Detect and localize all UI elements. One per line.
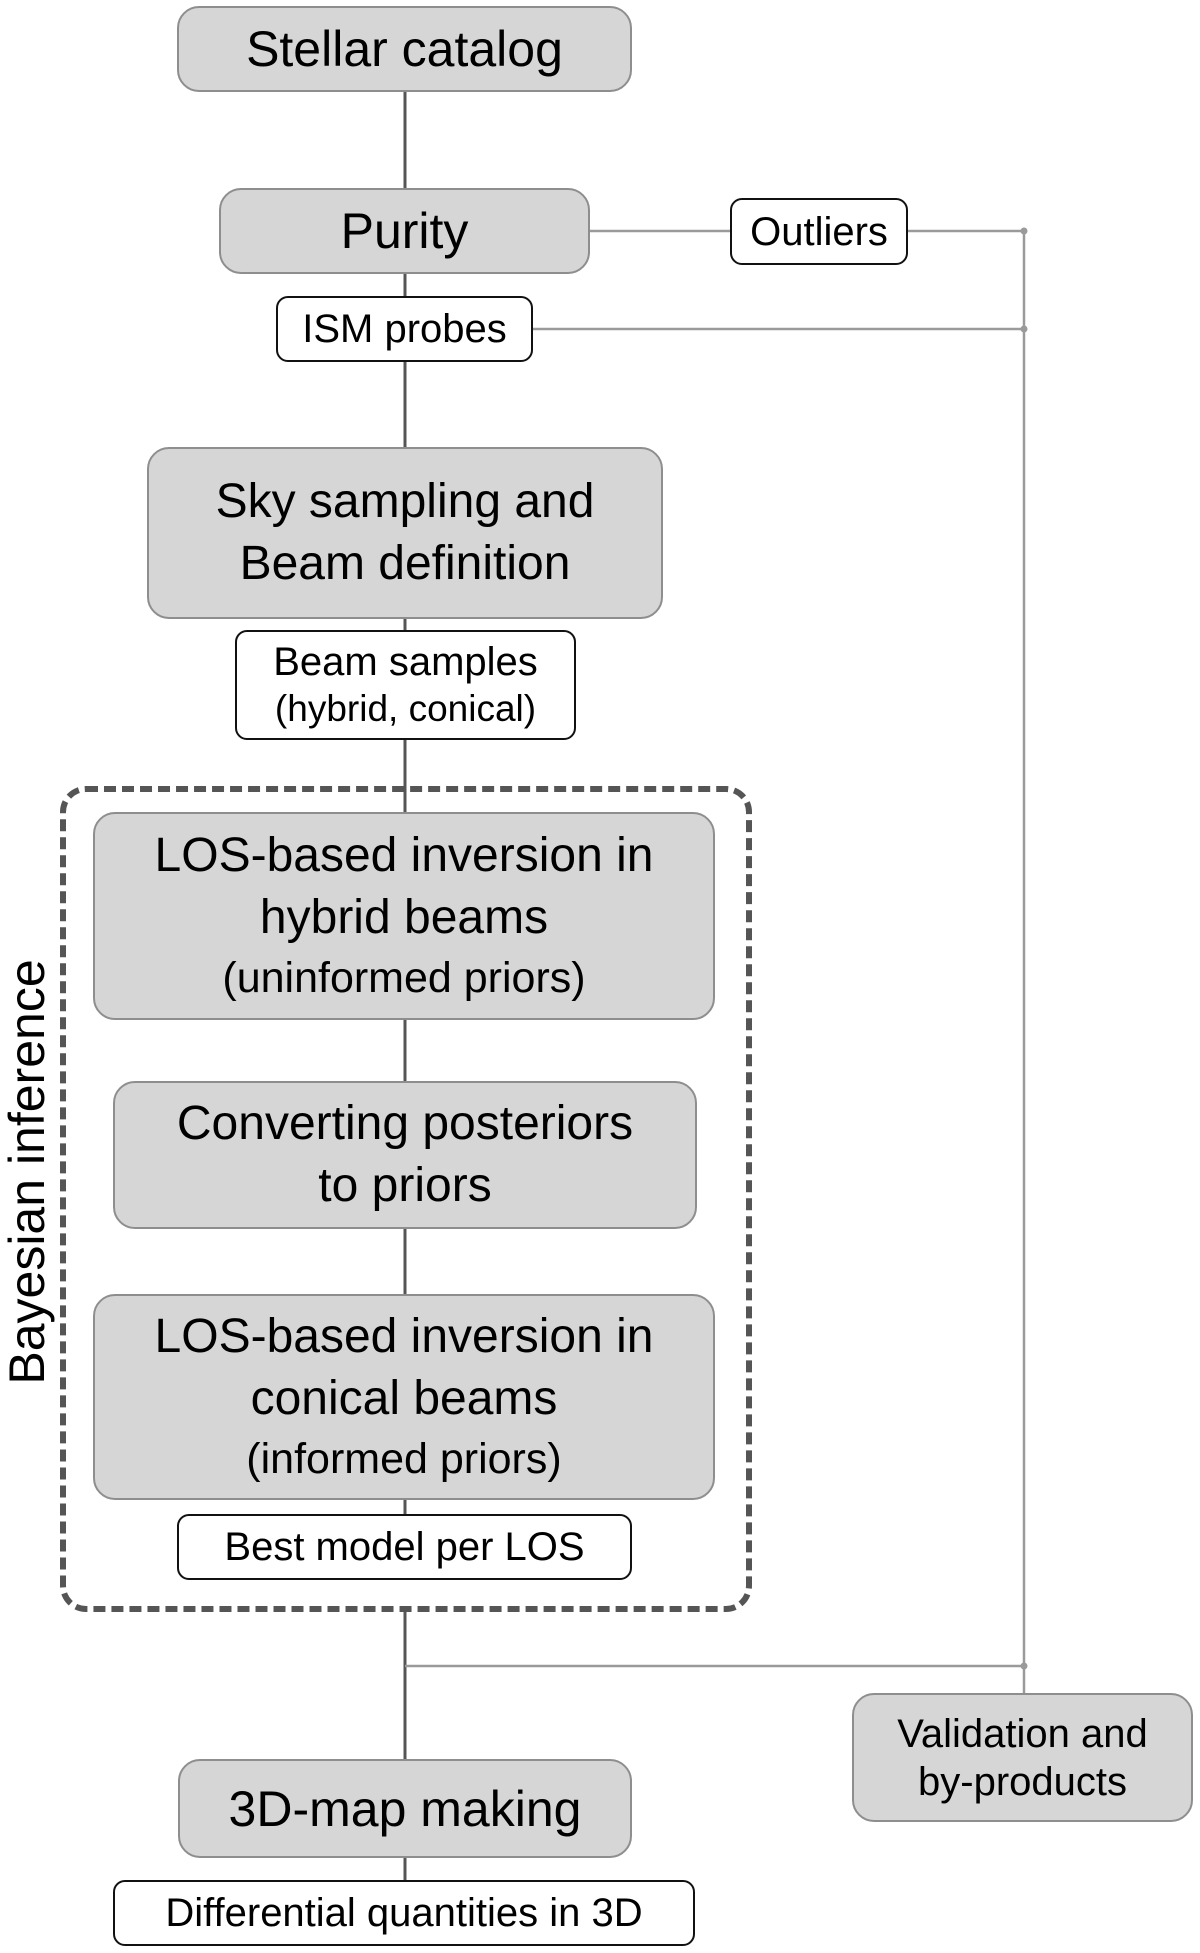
node-label: (informed priors) <box>246 1435 562 1483</box>
node-label: Outliers <box>750 209 888 254</box>
node-stellar-catalog: Stellar catalog <box>177 6 632 92</box>
node-validation: Validation and by-products <box>852 1693 1193 1822</box>
node-beam-samples: Beam samples (hybrid, conical) <box>235 630 576 740</box>
node-label: Validation and <box>897 1711 1148 1756</box>
node-outliers: Outliers <box>730 198 908 265</box>
node-label: 3D-map making <box>228 1780 582 1837</box>
node-label: Beam samples <box>273 640 538 684</box>
junction-dot <box>1020 227 1028 235</box>
node-label: Purity <box>340 203 469 259</box>
node-sky-sampling: Sky sampling and Beam definition <box>147 447 663 619</box>
node-label: (hybrid, conical) <box>274 688 537 729</box>
node-converting: Converting posteriors to priors <box>113 1081 697 1229</box>
node-label: Differential quantities in 3D <box>165 1891 643 1935</box>
bayesian-inference-label: Bayesian inference <box>0 959 55 1385</box>
bayesian-inference-group <box>60 786 752 1612</box>
node-label: LOS-based inversion in <box>154 1310 654 1363</box>
node-los-conical: LOS-based inversion in conical beams (in… <box>93 1294 715 1500</box>
node-label: Stellar catalog <box>246 21 563 77</box>
node-los-hybrid: LOS-based inversion in hybrid beams (uni… <box>93 812 715 1020</box>
node-best-model: Best model per LOS <box>177 1514 632 1580</box>
node-label: ISM probes <box>302 307 507 351</box>
node-label: Best model per LOS <box>224 1525 585 1569</box>
node-label: conical beams <box>250 1372 558 1425</box>
node-differential-quantities: Differential quantities in 3D <box>113 1880 695 1946</box>
node-label: to priors <box>318 1159 492 1212</box>
node-label: by-products <box>918 1759 1127 1804</box>
node-label: Converting posteriors <box>176 1097 634 1150</box>
node-label: LOS-based inversion in <box>154 829 654 882</box>
node-label: hybrid beams <box>259 891 549 944</box>
node-label: Beam definition <box>239 537 571 590</box>
node-label: Sky sampling and <box>215 475 595 528</box>
node-purity: Purity <box>219 188 590 274</box>
node-map-making: 3D-map making <box>178 1759 632 1858</box>
junction-dot <box>1020 325 1028 333</box>
node-ism-probes: ISM probes <box>276 296 533 362</box>
node-label: (uninformed priors) <box>222 954 586 1002</box>
junction-dot <box>1020 1662 1028 1670</box>
